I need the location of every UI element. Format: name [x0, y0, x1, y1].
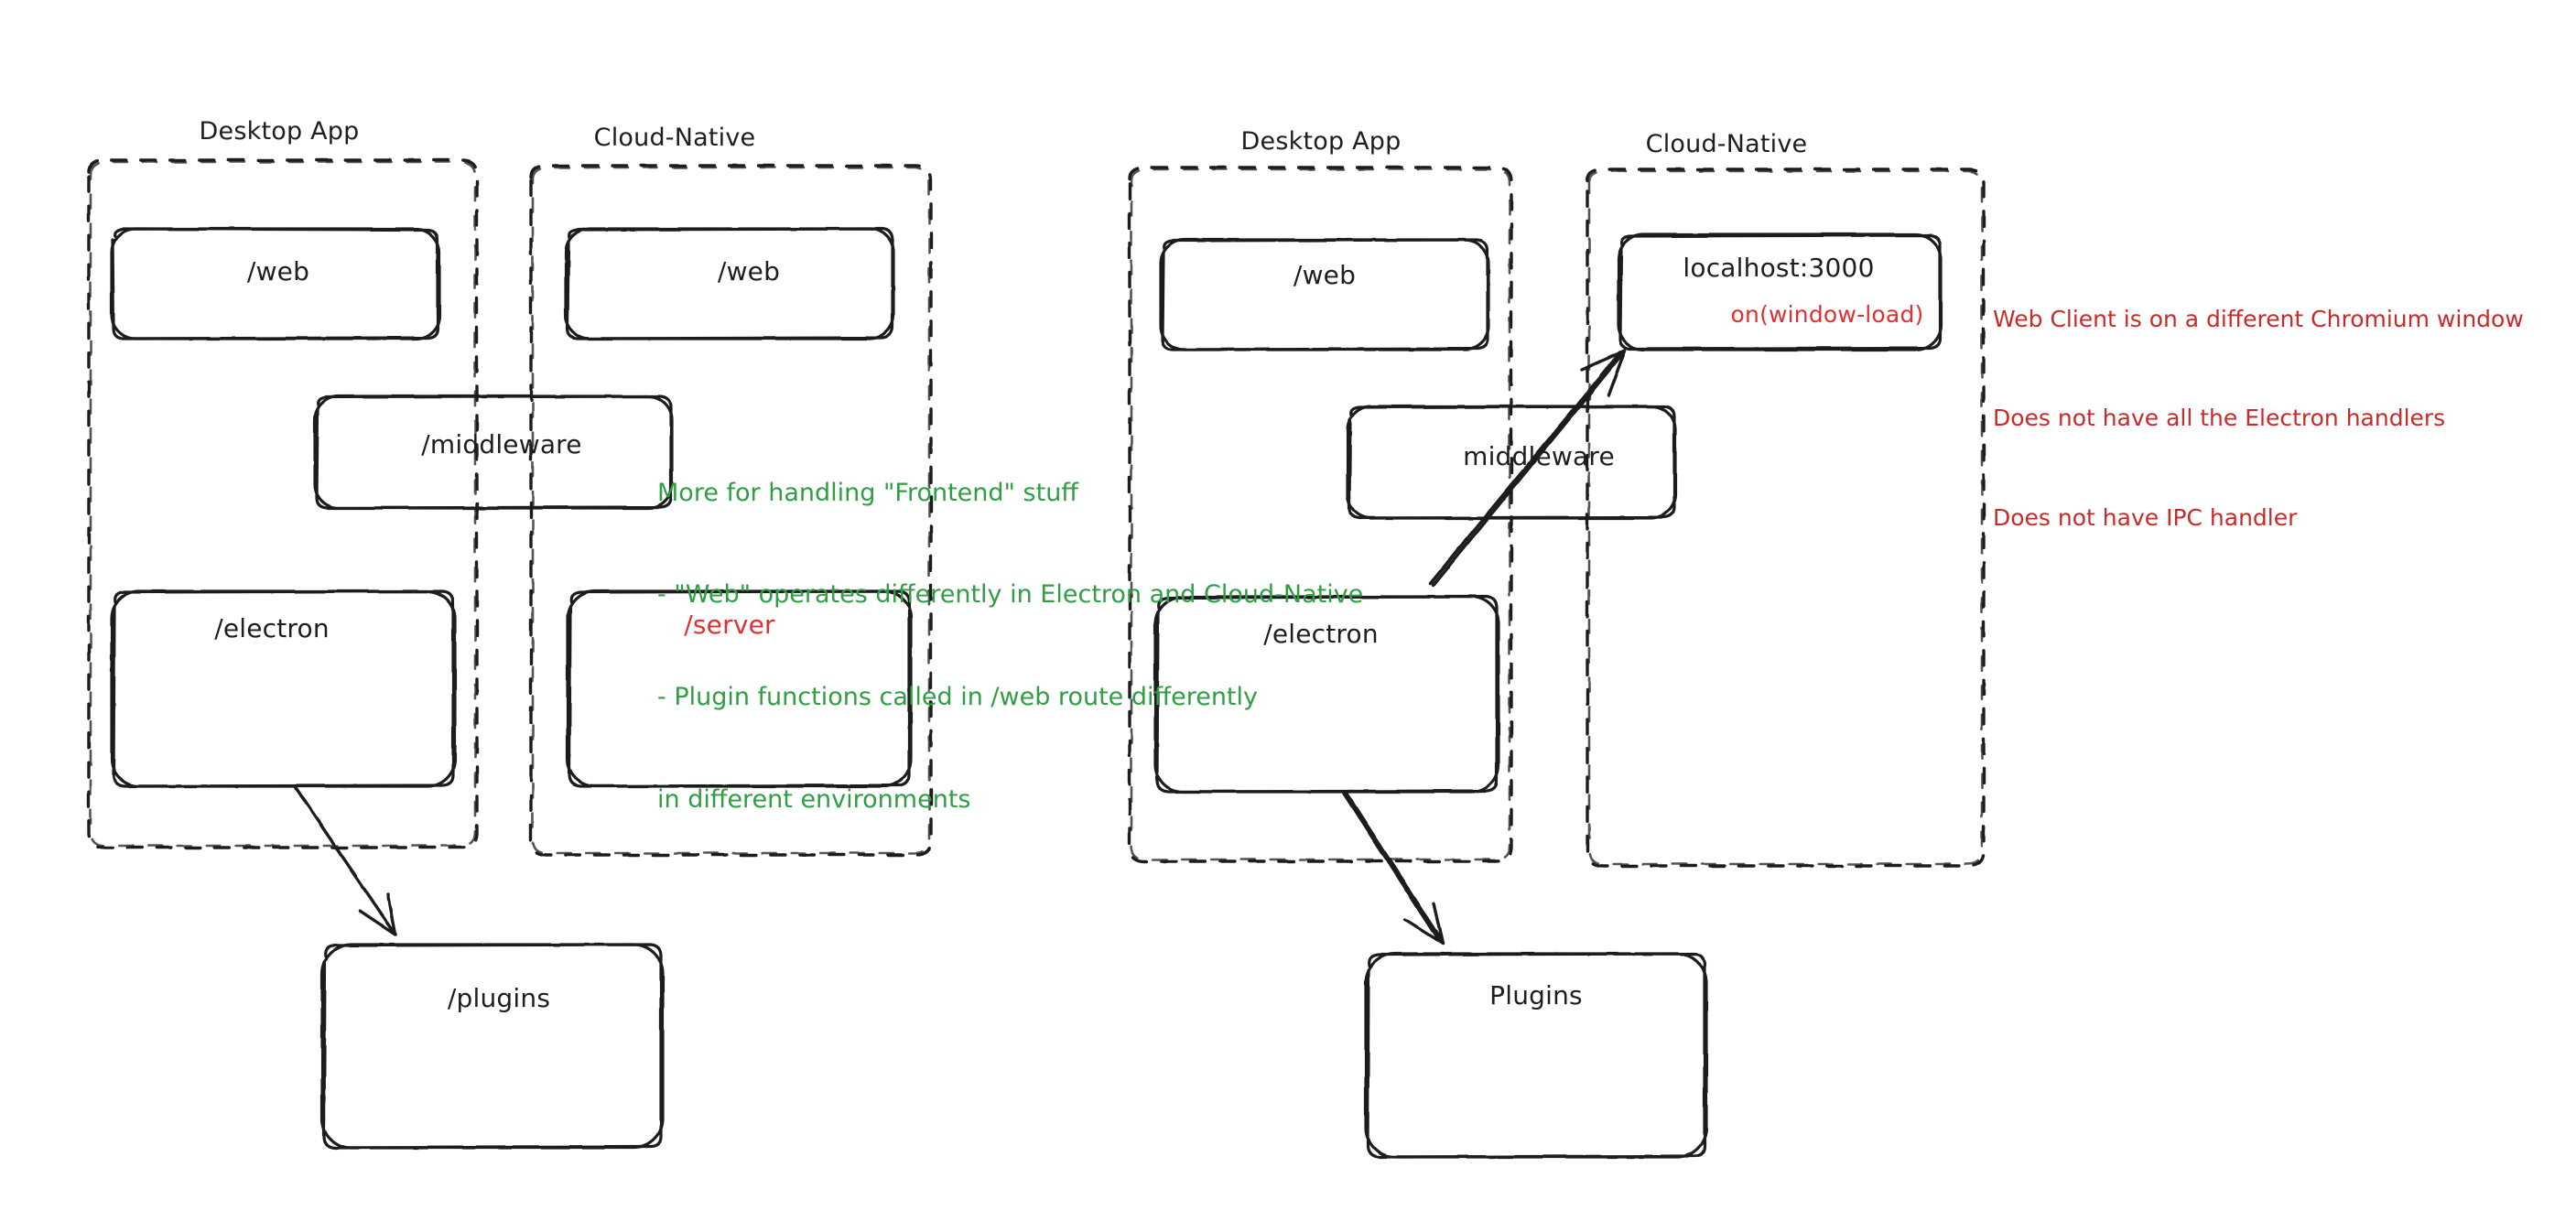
- node-label-left-desktop-web[interactable]: /web: [246, 256, 310, 286]
- edge-right-electron-to-plugins: [1342, 792, 1445, 946]
- note-red-line-3: Does not have IPC handler: [1993, 504, 2298, 531]
- group-left-desktop-outline: [87, 158, 479, 849]
- node-right-desktop-web-outline: [1159, 238, 1490, 351]
- note-green-frontend: More for handling "Frontend" stuff - "We…: [657, 407, 1363, 885]
- node-left-server-outline: [566, 589, 913, 788]
- node-right-middleware-outline: [1346, 405, 1677, 520]
- group-title-right-desktop: Desktop App: [1240, 127, 1402, 156]
- group-title-left-desktop: Desktop App: [199, 117, 360, 146]
- group-title-left-cloud: Cloud-Native: [593, 124, 756, 152]
- node-label-left-server[interactable]: /server: [684, 610, 775, 640]
- group-right-desktop-outline-2: [1130, 168, 1511, 861]
- note-green-line-1: More for handling "Frontend" stuff: [657, 478, 1078, 507]
- node-right-electron-outline: [1153, 595, 1500, 794]
- node-label-right-plugins[interactable]: Plugins: [1489, 980, 1583, 1010]
- node-left-cloud-web-outline: [564, 227, 895, 340]
- note-green-line-4: in different environments: [657, 784, 971, 814]
- node-left-desktop-web-outline: [110, 227, 441, 340]
- edge-left-electron-to-plugins: [294, 786, 397, 936]
- node-label-left-plugins[interactable]: /plugins: [447, 983, 551, 1013]
- edge-right-electron-to-localhost: [1428, 349, 1627, 588]
- node-left-middleware-outline: [313, 394, 674, 510]
- group-right-cloud-outline-2: [1587, 169, 1984, 866]
- note-red-line-1: Web Client is on a different Chromium wi…: [1993, 305, 2524, 332]
- group-right-cloud-outline: [1586, 168, 1986, 868]
- node-label-left-middleware[interactable]: /middleware: [421, 429, 582, 459]
- group-left-cloud-outline: [529, 164, 933, 857]
- node-left-electron-outline: [110, 589, 457, 788]
- note-green-line-3: - Plugin functions called in /web route …: [657, 683, 1259, 711]
- group-title-right-cloud: Cloud-Native: [1645, 130, 1808, 158]
- group-left-cloud-outline-2: [531, 166, 931, 855]
- node-left-plugins-outline: [320, 943, 665, 1150]
- note-green-line-2: - "Web" operates differently in Electron…: [657, 580, 1364, 610]
- node-label-right-middleware[interactable]: middleware: [1463, 441, 1615, 471]
- node-label-left-cloud-web[interactable]: /web: [717, 256, 781, 286]
- node-label-right-electron[interactable]: /electron: [1263, 619, 1379, 649]
- note-red-line-2: Does not have all the Electron handlers: [1993, 405, 2446, 432]
- node-right-localhost-outline: [1617, 232, 1943, 351]
- node-right-plugins-outline: [1364, 952, 1708, 1159]
- node-label-right-localhost[interactable]: localhost:3000: [1683, 253, 1875, 283]
- node-sublabel-right-localhost-onwindowload: on(window-load): [1730, 301, 1924, 328]
- note-red-web-client: Web Client is on a different Chromium wi…: [1993, 236, 2524, 601]
- node-label-right-desktop-web[interactable]: /web: [1293, 260, 1357, 290]
- group-left-desktop-outline-2: [89, 160, 477, 848]
- group-right-desktop-outline: [1128, 166, 1513, 863]
- node-label-left-electron[interactable]: /electron: [214, 613, 330, 643]
